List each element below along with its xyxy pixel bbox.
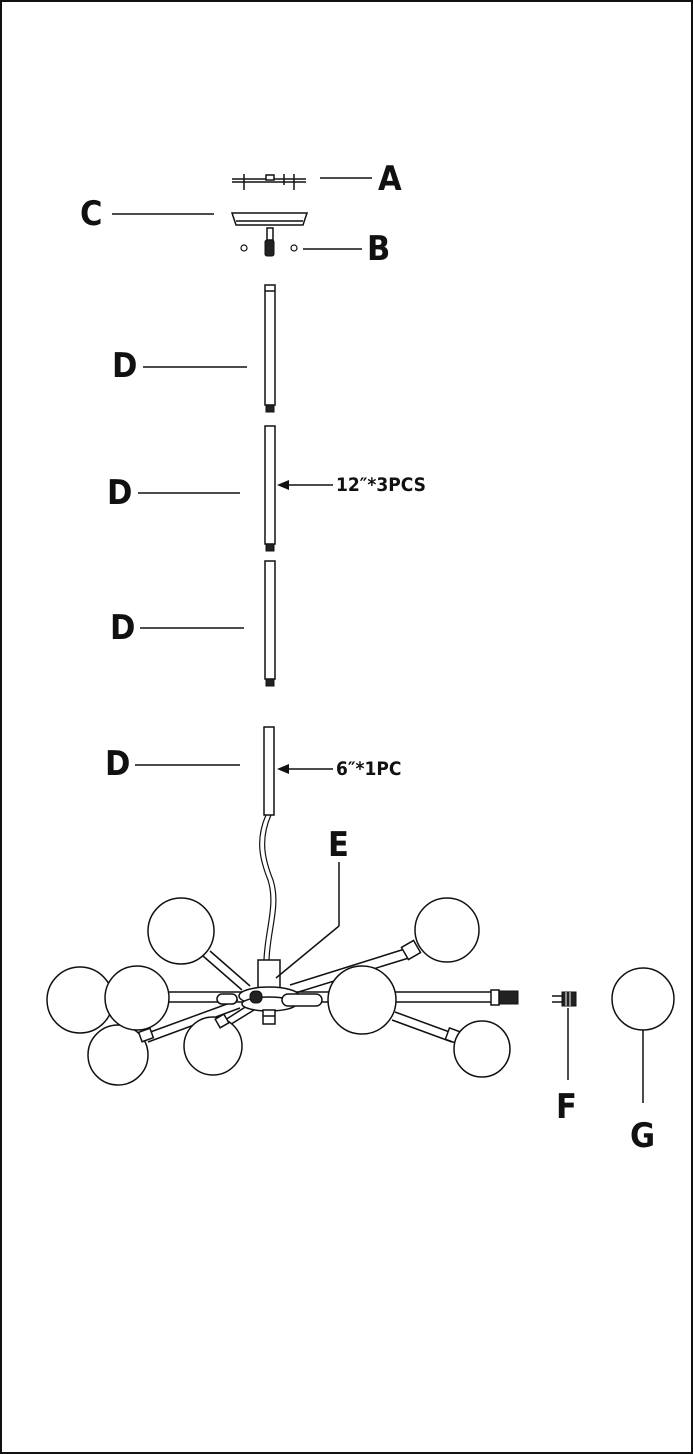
- leader-line-e-diag: [275, 925, 340, 979]
- note-long-rods: 12″*3PCS: [336, 474, 426, 496]
- label-f: F: [556, 1087, 577, 1127]
- rod-part-1: [264, 284, 276, 413]
- label-c: C: [80, 194, 102, 234]
- label-a: A: [378, 159, 402, 199]
- rod-part-2: [264, 425, 276, 552]
- connector-part: [552, 991, 577, 1007]
- arrowhead-long-rods: [277, 480, 289, 490]
- label-g: G: [630, 1116, 655, 1156]
- label-d2: D: [107, 473, 132, 513]
- label-d3: D: [110, 608, 135, 648]
- rod-part-3: [264, 560, 276, 687]
- note-short-rod: 6″*1PC: [336, 758, 401, 780]
- rod-part-4: [263, 726, 275, 816]
- label-b: B: [367, 229, 390, 269]
- screw-hook-part: [240, 227, 298, 257]
- label-d4: D: [105, 744, 130, 784]
- label-e: E: [328, 825, 349, 865]
- label-d1: D: [112, 346, 137, 386]
- power-cable: [259, 814, 277, 961]
- glass-globe-part: [611, 967, 675, 1031]
- arrowhead-short-rod: [277, 764, 289, 774]
- mounting-bracket-part: [232, 174, 306, 190]
- canopy-part: [230, 212, 309, 226]
- chandelier-body-part: [46, 897, 519, 1086]
